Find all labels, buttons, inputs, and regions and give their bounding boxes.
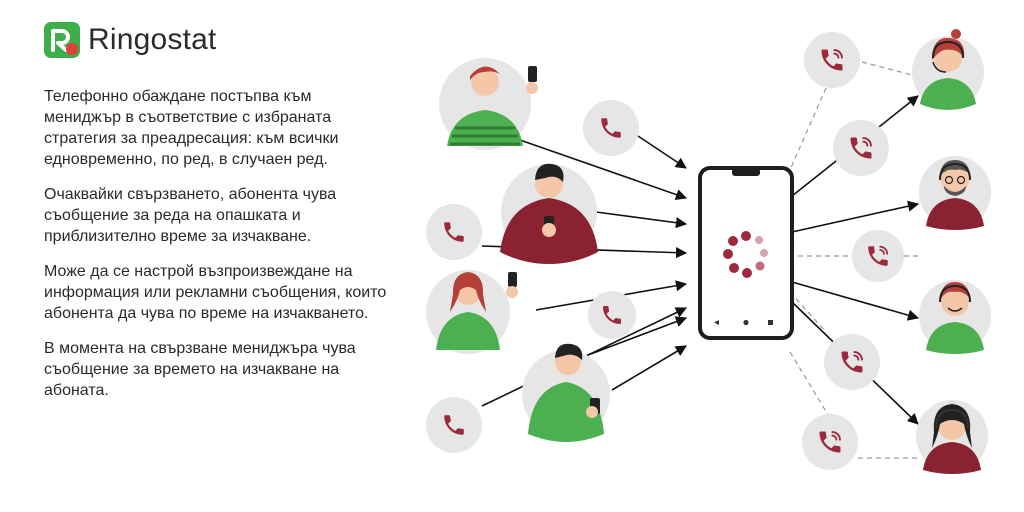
description: Телефонно обаждане постъпва към мениджър… xyxy=(44,86,389,415)
call-routing-diagram xyxy=(426,29,991,474)
loading-spinner-icon xyxy=(723,231,768,278)
paragraph-queue-message: Очаквайки свързването, абонента чува съо… xyxy=(44,186,337,245)
call-icon-ringing-4 xyxy=(824,334,880,390)
call-icon-incoming-2 xyxy=(426,204,482,260)
call-icon-ringing-5 xyxy=(802,414,858,470)
operator-avatar-2 xyxy=(919,156,991,230)
central-smartphone xyxy=(698,166,794,340)
operator-avatar-1 xyxy=(912,29,984,110)
call-icon-ringing-1 xyxy=(804,32,860,88)
paragraph-ads: Може да се настрой възпроизвеждане на ин… xyxy=(44,263,387,322)
caller-avatar-3 xyxy=(426,270,518,354)
operator-avatar-3 xyxy=(919,280,991,354)
call-icon-ringing-3 xyxy=(852,230,904,282)
brand-name: Ringostat xyxy=(88,23,217,56)
ringostat-logo-icon xyxy=(44,22,80,58)
paragraph-wait-time: В момента на свързване мениджъра чува съ… xyxy=(44,340,356,399)
call-icon-incoming-4 xyxy=(426,397,482,453)
operator-avatar-4 xyxy=(916,400,988,474)
caller-avatar-4 xyxy=(522,343,610,442)
call-icon-incoming-1 xyxy=(583,100,639,156)
caller-avatar-2 xyxy=(500,163,598,264)
caller-avatar-1 xyxy=(439,58,538,150)
call-icon-incoming-3 xyxy=(588,291,636,339)
brand-logo: Ringostat xyxy=(44,22,217,58)
call-icon-ringing-2 xyxy=(833,120,889,176)
paragraph-routing: Телефонно обаждане постъпва към мениджър… xyxy=(44,88,339,168)
